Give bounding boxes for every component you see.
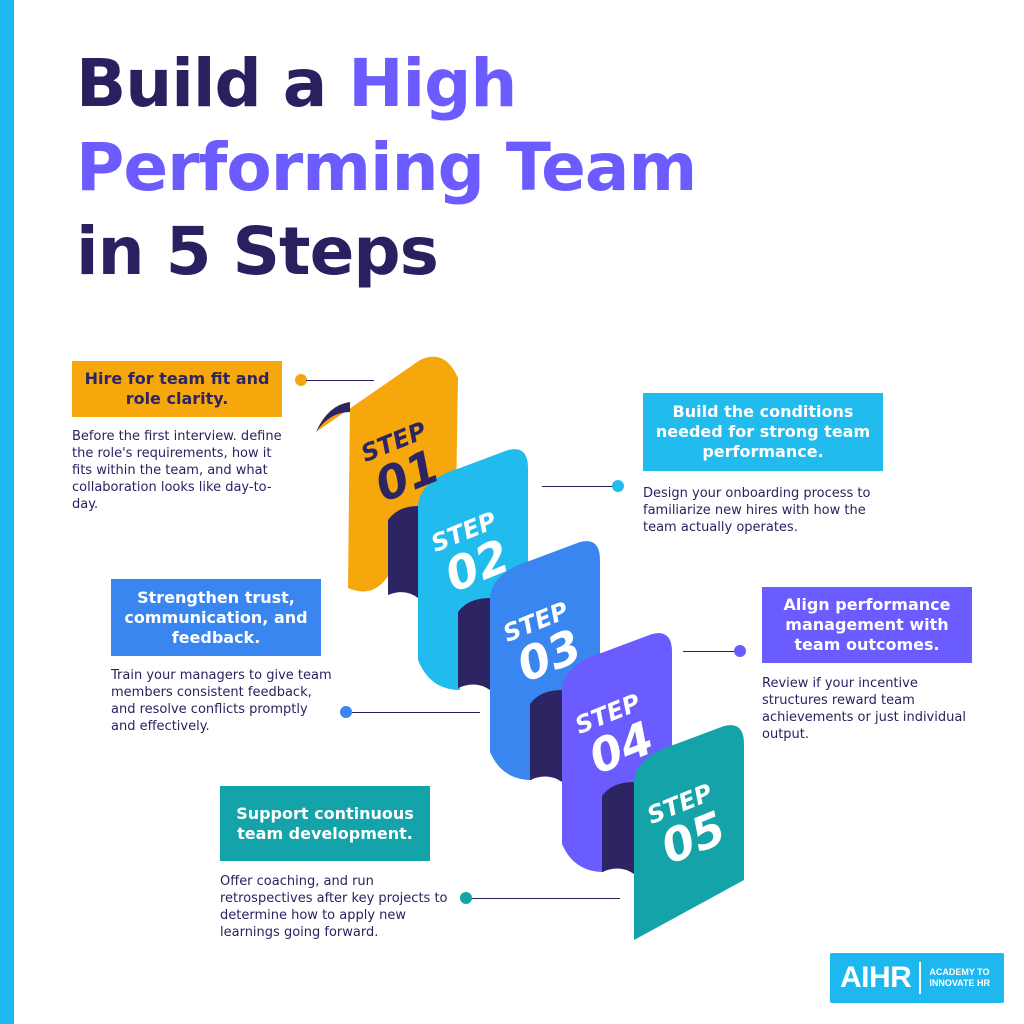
logo-sub-text: ACADEMY TO INNOVATE HR [921,967,990,989]
logo-main-text: AIHR [840,961,912,994]
step-04-heading-text: Align performance management with team o… [783,595,951,654]
logo-sub-line2: INNOVATE HR [929,978,991,988]
step-05-connector-dot [460,892,472,904]
title-line1-start: Build a [76,45,349,122]
step-05-connector-line [472,898,620,899]
step-01-connector-dot [295,374,307,386]
step-fold-shadow [530,690,562,782]
step-03-heading-text: Strengthen trust, communication, and fee… [124,587,308,647]
step-fold-shadow [458,598,490,690]
step-05-heading: Support continuous team development. [220,786,430,861]
step-03-connector-line [352,712,480,713]
step-01-heading: Hire for team fit and role clarity. [72,361,282,417]
step-03-description: Train your managers to give team members… [111,668,332,734]
step-01-panel [316,356,458,592]
step-04-panel [562,633,672,872]
step-03-heading: Strengthen trust, communication, and fee… [111,579,321,656]
step-04-connector-dot [734,645,746,657]
step-fold-shadow [602,782,634,874]
step-03-panel [490,541,600,780]
aihr-logo: AIHR ACADEMY TO INNOVATE HR [830,953,1004,1003]
step-01-connector-line [306,380,374,381]
title-line3: in 5 Steps [76,213,439,290]
step-02-heading-text: Build the conditions needed for strong t… [655,402,871,461]
step-02-connector-dot [612,480,624,492]
step-02-heading: Build the conditions needed for strong t… [643,393,883,471]
step-04-connector-line [683,651,735,652]
step-04-heading: Align performance management with team o… [762,587,972,663]
logo-sub-line1: ACADEMY TO [929,967,990,977]
page-title: Build a High Performing Team in 5 Steps [76,42,697,294]
step-05-description: Offer coaching, and run retrospectives a… [220,874,448,940]
step-05-panel [634,725,744,940]
step-01-heading-text: Hire for team fit and role clarity. [84,369,270,408]
title-line1-highlight: High [348,45,517,122]
title-line2: Performing Team [76,129,697,206]
step-01-description: Before the first interview. define the r… [72,429,282,512]
step-02-panel [418,449,528,690]
left-accent-bar [0,0,14,1024]
step-03-connector-dot [340,706,352,718]
step-04-description: Review if your incentive structures rewa… [762,676,966,742]
step-02-description: Design your onboarding process to famili… [643,486,871,535]
step-fold-shadow [388,506,418,598]
logo-divider [919,962,922,994]
step-05-heading-text: Support continuous team development. [236,803,414,843]
step-02-connector-line [542,486,614,487]
